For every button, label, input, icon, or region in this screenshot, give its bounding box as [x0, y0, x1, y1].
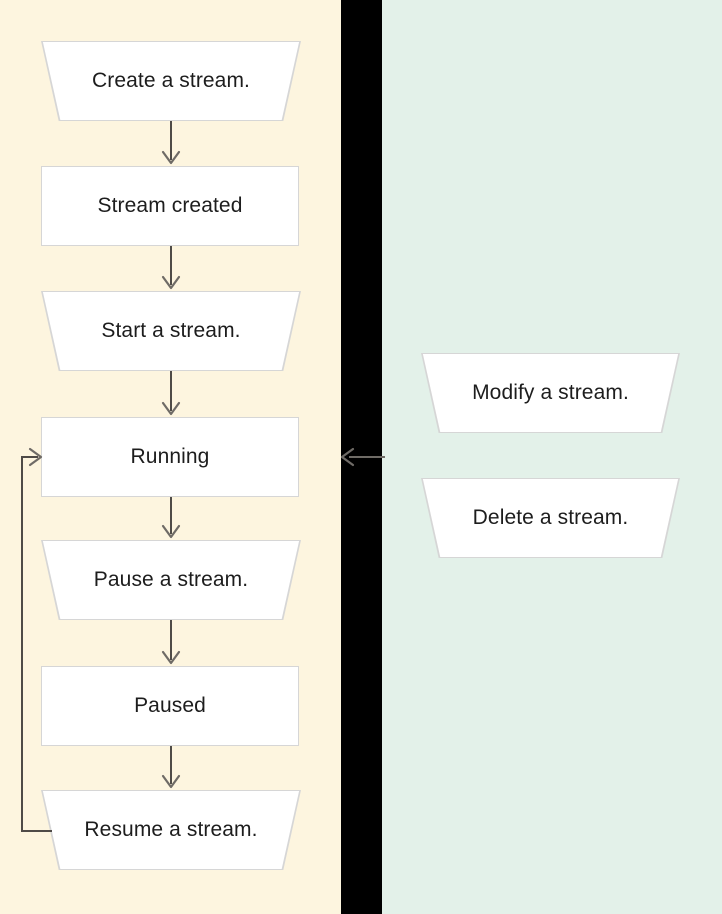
node-label: Start a stream.: [101, 319, 241, 343]
node-delete-a-stream[interactable]: Delete a stream.: [421, 478, 680, 558]
node-start-a-stream[interactable]: Start a stream.: [41, 291, 301, 371]
node-label: Paused: [134, 694, 206, 718]
node-fill: [42, 42, 300, 120]
node-border: [41, 166, 299, 246]
node-pause-a-stream[interactable]: Pause a stream.: [41, 540, 301, 620]
node-label: Resume a stream.: [84, 818, 258, 842]
node-label: Create a stream.: [92, 69, 250, 93]
node-fill: [42, 292, 300, 370]
node-paused[interactable]: Paused: [41, 666, 299, 746]
node-modify-a-stream[interactable]: Modify a stream.: [421, 353, 680, 433]
node-border: [41, 417, 299, 497]
panel-divider: [341, 0, 382, 914]
node-create-a-stream[interactable]: Create a stream.: [41, 41, 301, 121]
node-label: Modify a stream.: [472, 381, 629, 405]
stream-management-panel: [382, 0, 722, 914]
node-running[interactable]: Running: [41, 417, 299, 497]
node-fill: [42, 791, 300, 869]
node-resume-a-stream[interactable]: Resume a stream.: [41, 790, 301, 870]
node-label: Stream created: [97, 194, 243, 218]
node-label: Delete a stream.: [472, 506, 629, 530]
node-label: Pause a stream.: [93, 568, 249, 592]
node-border: [41, 666, 299, 746]
node-stream-created[interactable]: Stream created: [41, 166, 299, 246]
node-fill: [42, 541, 300, 619]
node-fill: [422, 479, 679, 557]
node-label: Running: [130, 445, 210, 469]
node-fill: [422, 354, 679, 432]
